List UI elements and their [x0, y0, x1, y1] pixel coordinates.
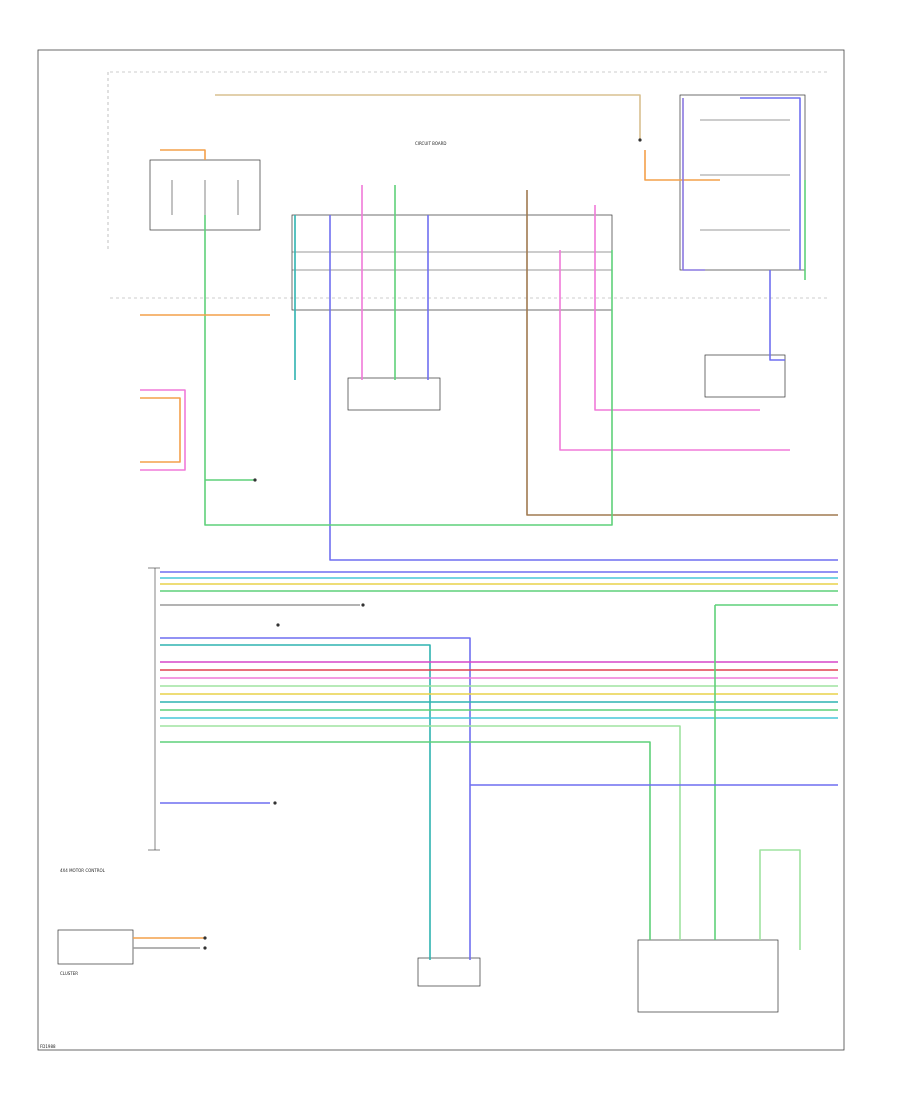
pin [273, 801, 277, 805]
pin [253, 478, 257, 482]
wire-violet-right-1 [682, 98, 705, 271]
wire-blue-right-2 [740, 97, 801, 270]
wire-lightgreen-br [759, 849, 801, 950]
bottom-right-module-box [637, 939, 779, 1013]
wire-top-tan [215, 94, 641, 140]
wire-orange-top [160, 149, 206, 160]
cluster-label: CLUSTER [60, 971, 78, 976]
motor-control-label: 4X4 MOTOR CONTROL [60, 868, 106, 873]
wire-brown-drop [526, 190, 838, 516]
motor-control-connector [148, 567, 160, 851]
cluster-box [57, 929, 134, 965]
wire-pink-left [140, 389, 186, 471]
wire-bus-lightgreen-17 [160, 725, 681, 940]
circuit-board-box [291, 214, 613, 311]
circuit-board-label: CIRCUIT BOARD [415, 141, 447, 146]
pin [638, 138, 642, 142]
wire-bus-green-18 [160, 741, 651, 940]
bottom-center-sensor-box [417, 957, 481, 987]
pin [276, 623, 280, 627]
pin [203, 946, 207, 950]
wire-pink-mid [559, 250, 790, 451]
right-connector-block [704, 354, 786, 398]
pin [361, 603, 365, 607]
wire-blue-long [329, 215, 838, 561]
wire-pink-right [594, 205, 760, 411]
diagram-frame [37, 49, 845, 1051]
pin [203, 936, 207, 940]
wire-blue-right-3 [769, 270, 785, 361]
wire-orange-left-2 [140, 397, 181, 463]
wire-bus-blue-8 [160, 637, 471, 960]
wire-bus-teal-7 [160, 644, 431, 960]
wire-orange-right [644, 150, 720, 181]
wire-green-long [204, 215, 613, 526]
sensor-box-center [347, 377, 441, 411]
footer-code: FD1988 [40, 1044, 56, 1049]
relay-block-right [679, 94, 806, 271]
